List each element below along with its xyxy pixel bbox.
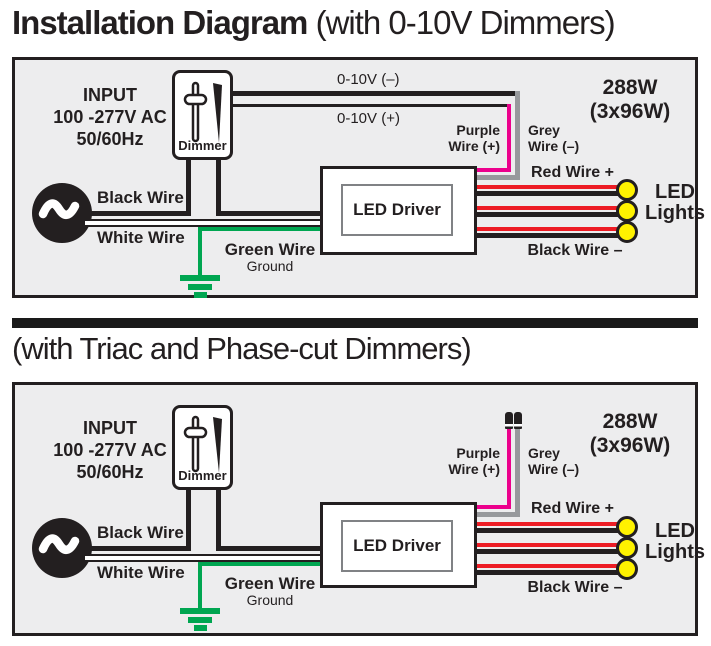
power-rating-label: 288W (3x96W) <box>589 76 671 123</box>
section-subtitle: (with Triac and Phase-cut Dimmers) <box>12 331 472 366</box>
purple-wire-horizontal <box>477 168 511 172</box>
ac-source-icon <box>32 518 92 578</box>
led-black-wire <box>477 549 627 554</box>
ground-icon <box>180 608 220 614</box>
black-wire-label: Black Wire <box>97 523 184 542</box>
led-light-icon <box>616 558 638 580</box>
green-wire-vertical <box>198 227 202 277</box>
led-driver-box: LED Driver <box>320 166 477 255</box>
led-light-icon <box>616 200 638 222</box>
grey-wire-label: Grey Wire (–) <box>528 122 580 154</box>
page-title: Installation Diagram (with 0-10V Dimmers… <box>12 4 616 42</box>
page-title-bold: Installation Diagram <box>12 4 308 41</box>
led-lights-label: LED Lights <box>645 520 705 563</box>
wire-cap-icon <box>514 412 522 429</box>
led-light-icon <box>616 537 638 559</box>
grey-wire-horizontal <box>477 512 520 517</box>
dimmer-slider-icon <box>183 415 222 473</box>
ground-icon <box>180 275 220 281</box>
led-red-wire <box>477 227 627 231</box>
ground-icon <box>188 284 212 290</box>
ac-source-icon <box>32 183 92 243</box>
ground-label: Ground <box>246 258 294 274</box>
red-wire-label: Red Wire + <box>531 164 614 181</box>
led-black-wire <box>477 570 627 575</box>
signal-pos-label: 0-10V (+) <box>337 110 400 127</box>
led-red-wire <box>477 522 627 526</box>
diagram-0-10v-panel: INPUT 100 -277V AC 50/60Hz Dimmer 0-10V … <box>12 57 705 298</box>
led-light-icon <box>616 221 638 243</box>
led-black-wire <box>477 528 627 533</box>
led-driver-label: LED Driver <box>341 184 453 236</box>
red-wire-label: Red Wire + <box>531 500 614 517</box>
led-black-wire <box>477 191 627 196</box>
led-lights-label: LED Lights <box>645 181 705 224</box>
ground-icon <box>194 625 207 631</box>
dimmer-label: Dimmer <box>178 468 227 483</box>
grey-wire-label: Grey Wire (–) <box>528 445 580 477</box>
signal-neg-label: 0-10V (–) <box>337 71 400 88</box>
led-red-wire <box>477 564 627 568</box>
dimmer-symbol: Dimmer <box>172 405 233 490</box>
green-wire-label: Green Wire <box>224 574 316 593</box>
led-red-wire <box>477 185 627 189</box>
dimmer-left-leg <box>186 490 191 551</box>
signal-neg-wire <box>233 91 517 96</box>
purple-wire-label: Purple Wire (+) <box>448 122 500 154</box>
green-wire-vertical <box>198 562 202 610</box>
dimmer-right-leg <box>216 160 221 216</box>
ground-icon <box>188 617 212 623</box>
black-wire-neg-label: Black Wire – <box>527 242 623 259</box>
purple-wire-horizontal <box>477 505 511 509</box>
power-rating-label: 288W (3x96W) <box>589 410 671 457</box>
green-wire-label: Green Wire <box>224 240 316 259</box>
white-wire-label: White Wire <box>97 228 185 247</box>
grey-wire-vertical <box>515 429 520 517</box>
purple-wire-vertical <box>507 104 511 172</box>
led-driver-label: LED Driver <box>341 520 453 572</box>
white-wire-label: White Wire <box>97 563 185 582</box>
input-spec-label: INPUT 100 -277V AC 50/60Hz <box>53 418 167 482</box>
dimmer-right-leg <box>216 490 221 551</box>
led-driver-box: LED Driver <box>320 502 477 588</box>
signal-pos-wire <box>233 104 509 107</box>
grey-wire-vertical <box>515 91 520 180</box>
black-wire-to-dimmer <box>88 211 191 216</box>
page-title-rest: (with 0-10V Dimmers) <box>307 4 616 41</box>
led-light-icon <box>616 516 638 538</box>
wire-cap-icon <box>505 412 513 429</box>
led-light-icon <box>616 179 638 201</box>
diagram-triac-panel: INPUT 100 -277V AC 50/60Hz Dimmer Purple… <box>12 382 705 636</box>
white-wire <box>85 554 324 562</box>
led-red-wire <box>477 206 627 210</box>
led-red-wire <box>477 543 627 547</box>
black-wire-neg-label: Black Wire – <box>527 579 623 596</box>
black-wire-to-driver <box>216 546 322 551</box>
ground-label: Ground <box>246 592 294 608</box>
input-spec-label: INPUT 100 -277V AC 50/60Hz <box>53 85 167 149</box>
black-wire-to-driver <box>216 211 322 216</box>
led-black-wire <box>477 233 627 238</box>
white-wire <box>85 219 324 227</box>
green-wire-horizontal <box>198 227 324 231</box>
led-black-wire <box>477 212 627 217</box>
green-wire-horizontal <box>198 562 324 566</box>
dimmer-left-leg <box>186 160 191 216</box>
dimmer-label: Dimmer <box>178 138 227 153</box>
black-wire-label: Black Wire <box>97 188 184 207</box>
black-wire-to-dimmer <box>88 546 191 551</box>
grey-wire-horizontal <box>477 175 520 180</box>
ground-icon <box>194 292 207 298</box>
purple-wire-label: Purple Wire (+) <box>448 445 500 477</box>
purple-wire-vertical <box>507 429 511 505</box>
dimmer-slider-icon <box>183 81 222 143</box>
section-divider <box>12 318 698 328</box>
dimmer-symbol: Dimmer <box>172 70 233 160</box>
